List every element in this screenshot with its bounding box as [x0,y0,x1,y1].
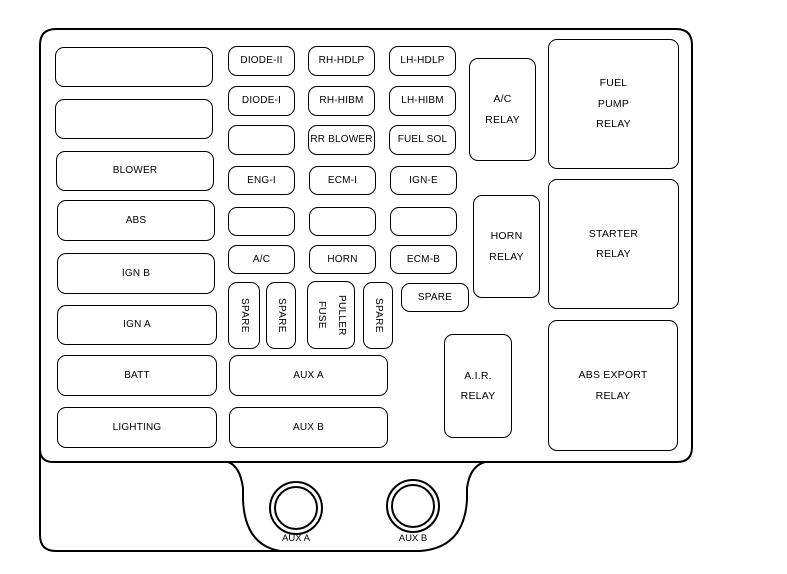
fuse-label: BLOWER [112,165,158,176]
fuse-label: LIGHTING [112,421,162,433]
fuse-label: BATT [124,369,150,381]
fuse-label: IGN-E [409,174,438,186]
fuse-lh-hibm[interactable]: LH-HIBM [389,86,456,116]
relay-label: RELAY [596,248,631,260]
fuse-ecm-i[interactable]: ECM-I [309,166,376,195]
fuse-rh-hibm[interactable]: RH-HIBM [308,86,375,116]
fuse-left-1[interactable] [55,47,213,87]
fuse-spare-vertical-2[interactable]: SPARE [266,282,296,349]
relay-label: FUEL [599,77,628,90]
aux-b-connector-label: AUX B [398,533,428,544]
relay-label: RELAY [460,390,496,402]
fuse-empty-r5-2[interactable] [309,207,376,236]
lower-tab-outline [280,461,486,552]
relay-label: HORN [490,230,523,242]
fuse-label: DIODE-II [240,55,283,66]
aux-b-connector-icon [386,479,440,533]
fuse-puller-label-1: FUSE [316,301,327,329]
relay-label: RELAY [485,113,520,126]
relay-abs-export[interactable]: ABS EXPORT RELAY [548,320,678,451]
fuse-label: SPARE [417,291,453,303]
fuse-aux-b[interactable]: AUX B [229,407,388,448]
fuse-label: AUX A [293,369,324,381]
fuse-puller[interactable]: PULLER FUSE [307,281,355,349]
relay-label: A.I.R. [464,369,492,382]
fuse-label: SPARE [373,298,384,333]
lower-housing-outline [39,449,281,552]
fuse-label: SPARE [239,298,250,333]
fuse-label: FUEL SOL [397,134,448,145]
fuse-ac[interactable]: A/C [228,245,295,274]
aux-a-connector-label: AUX A [282,533,310,544]
fuse-label: A/C [252,253,271,265]
fuse-horn[interactable]: HORN [309,245,376,274]
fuse-left-2[interactable] [55,99,213,139]
fuse-eng-i[interactable]: ENG-I [228,166,295,195]
fuse-diode-ii[interactable]: DIODE-II [228,46,295,76]
relay-air[interactable]: A.I.R. RELAY [444,334,512,438]
fuse-fuel-sol[interactable]: FUEL SOL [389,125,456,155]
fuse-label: RH-HIBM [319,95,364,106]
fuse-rh-hdlp[interactable]: RH-HDLP [308,46,375,76]
fuse-diode-i[interactable]: DIODE-I [228,86,295,116]
fuse-blower[interactable]: BLOWER [56,151,214,191]
relay-horn[interactable]: HORN RELAY [473,195,540,298]
relay-fuel-pump[interactable]: FUEL PUMP RELAY [548,39,679,169]
fuse-ign-b[interactable]: IGN B [57,253,215,294]
fuse-puller-label-2: PULLER [336,294,347,336]
fuse-label: DIODE-I [241,95,282,106]
aux-a-connector-icon [269,481,323,535]
fuse-batt[interactable]: BATT [57,355,217,396]
fuse-label: SPARE [276,298,287,333]
fuse-ign-e[interactable]: IGN-E [390,166,457,195]
relay-starter[interactable]: STARTER RELAY [548,179,679,309]
fuse-lh-hdlp[interactable]: LH-HDLP [389,46,456,76]
relay-label: PUMP [597,97,630,110]
fuse-label: ABS [125,214,147,226]
relay-ac[interactable]: A/C RELAY [469,58,536,161]
fuse-label: IGN B [121,267,151,279]
fuse-label: HORN [327,253,358,265]
fuse-label: ENG-I [247,174,276,186]
fuse-empty-r5-3[interactable] [390,207,457,236]
relay-label: RELAY [596,118,631,131]
fuse-label: LH-HDLP [400,55,445,66]
fuse-label: ECM-B [406,253,441,265]
fuse-label: AUX B [292,421,324,433]
relay-label: ABS EXPORT [578,369,648,381]
relay-label: A/C [493,93,512,105]
fuse-label: LH-HIBM [401,95,444,106]
relay-label: RELAY [489,250,524,263]
fuse-label: ECM-I [327,174,358,186]
fuse-ign-a[interactable]: IGN A [57,305,217,345]
fuse-empty-r3[interactable] [228,125,295,155]
fuse-label: RH-HDLP [318,55,365,66]
fuse-label: IGN A [123,319,151,330]
relay-label: RELAY [595,389,631,402]
fuse-ecm-b[interactable]: ECM-B [390,245,457,274]
fuse-spare-vertical-1[interactable]: SPARE [228,282,260,349]
fuse-spare-vertical-3[interactable]: SPARE [363,282,393,349]
relay-label: STARTER [588,227,639,240]
upper-panel-outline [39,28,693,463]
fuse-spare-horizontal[interactable]: SPARE [401,283,469,312]
fuse-empty-r5-1[interactable] [228,207,295,236]
fuse-aux-a[interactable]: AUX A [229,355,388,396]
fuse-lighting[interactable]: LIGHTING [57,407,217,448]
fuse-label: RR BLOWER [310,134,373,145]
fuse-rr-blower[interactable]: RR BLOWER [308,125,375,155]
fuse-abs[interactable]: ABS [57,200,215,241]
